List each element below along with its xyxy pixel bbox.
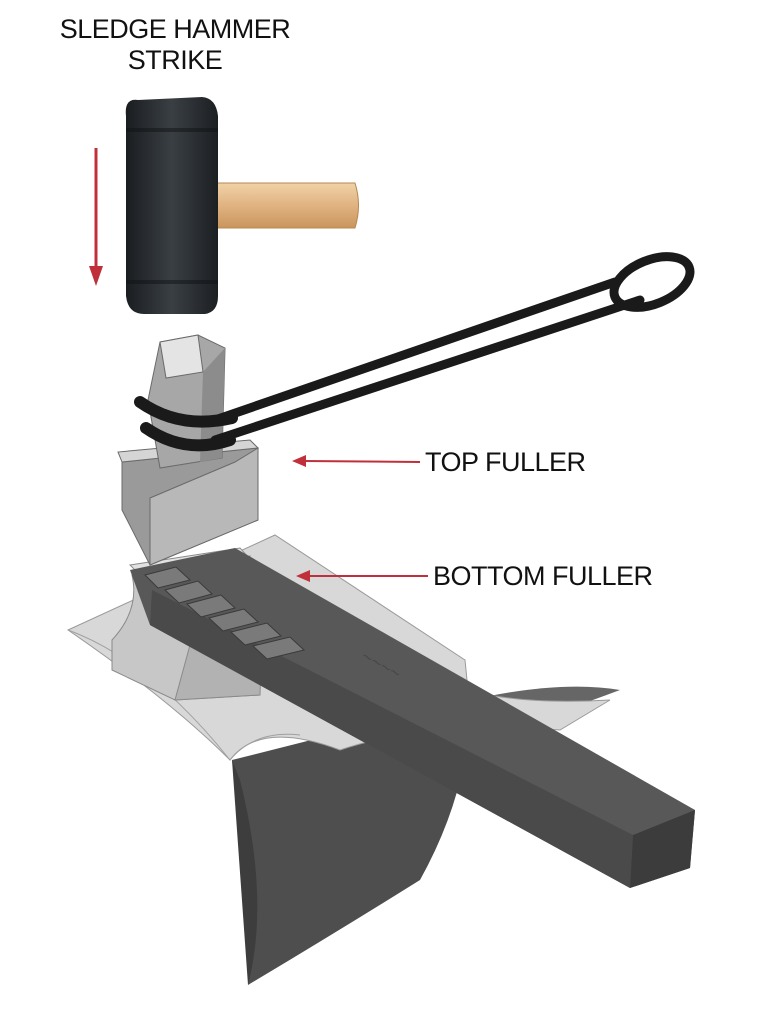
- arrow-down-icon: [89, 148, 103, 286]
- title-line-2: STRIKE: [127, 45, 223, 76]
- fuller-handle: [134, 252, 695, 452]
- title-line-1: SLEDGE HAMMER: [59, 14, 291, 44]
- diagram-title: SLEDGE HAMMER STRIKE: [0, 14, 350, 76]
- bottom-fuller-label: BOTTOM FULLER: [433, 561, 653, 591]
- bottom-fuller-pointer: [296, 570, 428, 582]
- top-fuller-pointer: [292, 455, 421, 467]
- top-fuller-label: TOP FULLER: [425, 447, 586, 477]
- sledge-hammer-icon: [125, 97, 359, 314]
- work-bar: ~~~~: [130, 548, 695, 888]
